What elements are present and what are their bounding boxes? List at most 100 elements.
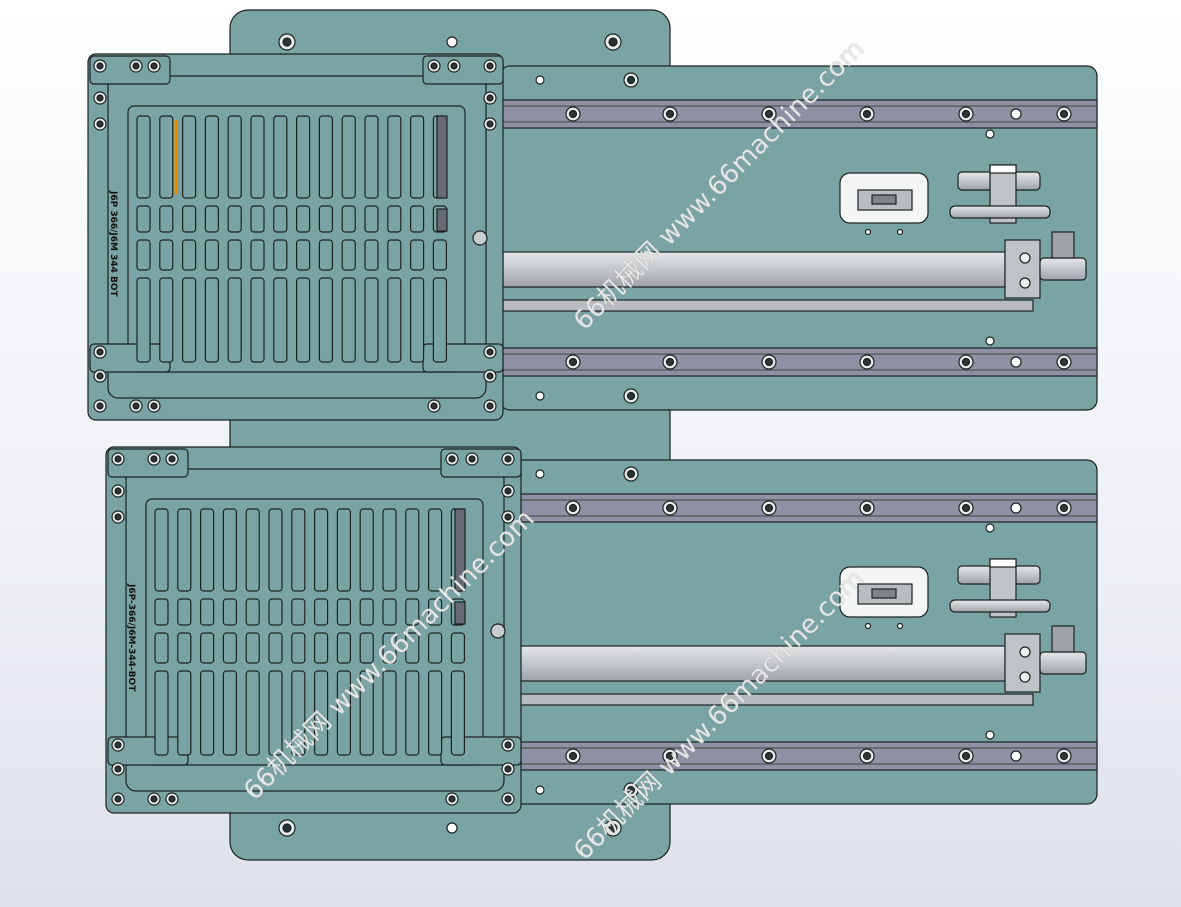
tray-slot — [273, 205, 288, 233]
clamp-screw-head — [486, 348, 494, 356]
tray-slot — [382, 598, 397, 626]
tray-slot — [359, 670, 374, 756]
tray-slot — [382, 508, 397, 592]
end-screw — [1019, 277, 1031, 289]
clamp-screw-head — [168, 795, 176, 803]
tray-slot — [268, 508, 283, 592]
tray-slot — [227, 115, 242, 199]
tray-slot — [432, 277, 447, 363]
tray-slot — [387, 205, 402, 233]
bolt-head — [282, 823, 292, 833]
pin-hole — [985, 336, 995, 346]
corner-clamp — [422, 55, 504, 85]
rail-screw-head — [862, 503, 872, 513]
tray-slot — [410, 115, 425, 199]
pin-hole — [535, 785, 545, 795]
pin-hole — [864, 622, 872, 630]
pin-hole — [864, 228, 872, 236]
clamp-screw-head — [468, 455, 476, 463]
tray-slot — [410, 277, 425, 363]
rail-screw-head — [764, 109, 774, 119]
tray-slot — [268, 598, 283, 626]
tray-slot — [222, 632, 237, 664]
tray-slot — [154, 598, 169, 626]
pin-hole — [446, 36, 458, 48]
tray-slot — [200, 632, 215, 664]
cylinder-end-block — [1004, 633, 1041, 693]
tray-slot — [159, 115, 174, 199]
bolt-head — [608, 823, 618, 833]
clamp-screw-head — [96, 62, 104, 70]
rail-hole — [1010, 750, 1022, 762]
tray-marker — [454, 601, 466, 625]
clamp-screw-head — [96, 94, 104, 102]
tray-slot — [405, 508, 420, 592]
sensor-window — [871, 588, 897, 599]
tray-slot — [296, 205, 311, 233]
sensor-window — [871, 194, 897, 205]
rail-hole — [1010, 502, 1022, 514]
tray-slot — [154, 508, 169, 592]
tray-slot — [318, 115, 333, 199]
tray-slot — [314, 508, 329, 592]
slide-assembly-2 — [499, 459, 1098, 805]
rail-screw-head — [764, 357, 774, 367]
tray-slot — [200, 508, 215, 592]
tray-slot — [291, 598, 306, 626]
tray-slot — [296, 239, 311, 271]
tray-slot — [428, 508, 443, 592]
tray-slot — [291, 670, 306, 756]
tray-slot — [382, 670, 397, 756]
tray-slot — [268, 632, 283, 664]
rail-screw-head — [764, 503, 774, 513]
bolt-head — [626, 391, 636, 401]
clamp-screw-head — [114, 765, 122, 773]
rail-screw-head — [665, 503, 675, 513]
tray-slot — [204, 277, 219, 363]
rail-screw-head — [961, 503, 971, 513]
clamp-screw-head — [150, 402, 158, 410]
tray-slot — [387, 277, 402, 363]
cylinder-end-block — [1004, 239, 1041, 299]
tray-slot — [450, 670, 465, 756]
tray-slot — [182, 115, 197, 199]
rail-screw-head — [1059, 503, 1069, 513]
clamp-screw-head — [486, 62, 494, 70]
rail-screw-head — [665, 357, 675, 367]
tray-slot — [268, 670, 283, 756]
slide-assembly-1 — [499, 65, 1098, 411]
tray-slot — [204, 239, 219, 271]
rail-screw-head — [568, 503, 578, 513]
pin-hole — [535, 75, 545, 85]
tray-slot — [154, 632, 169, 664]
tray-slot — [177, 632, 192, 664]
tray-slot — [336, 632, 351, 664]
tray-slot — [250, 239, 265, 271]
rail-screw-head — [1059, 109, 1069, 119]
tray-slot — [182, 277, 197, 363]
corner-clamp — [440, 448, 522, 478]
tray-slot — [273, 239, 288, 271]
tray-slot — [296, 277, 311, 363]
main-air-cylinder — [502, 251, 1006, 288]
tray-slot — [245, 598, 260, 626]
rail-screw-head — [961, 109, 971, 119]
clamp-screw-head — [150, 62, 158, 70]
tray-slot — [410, 205, 425, 233]
tray-slot — [410, 239, 425, 271]
tray-slot — [314, 632, 329, 664]
rail-hole — [1010, 356, 1022, 368]
tray-slot — [364, 205, 379, 233]
tray-slot — [159, 277, 174, 363]
tray-slot — [318, 277, 333, 363]
tray-label: J6P 366/J6M 344 BOT — [108, 190, 118, 298]
linear-rail — [499, 347, 1098, 377]
tray-slot — [318, 239, 333, 271]
tray-slot — [428, 598, 443, 626]
clamp-screw-head — [114, 741, 122, 749]
rail-screw-head — [1059, 751, 1069, 761]
tray-slot — [159, 239, 174, 271]
tray-slot — [405, 598, 420, 626]
tray-slot — [200, 670, 215, 756]
